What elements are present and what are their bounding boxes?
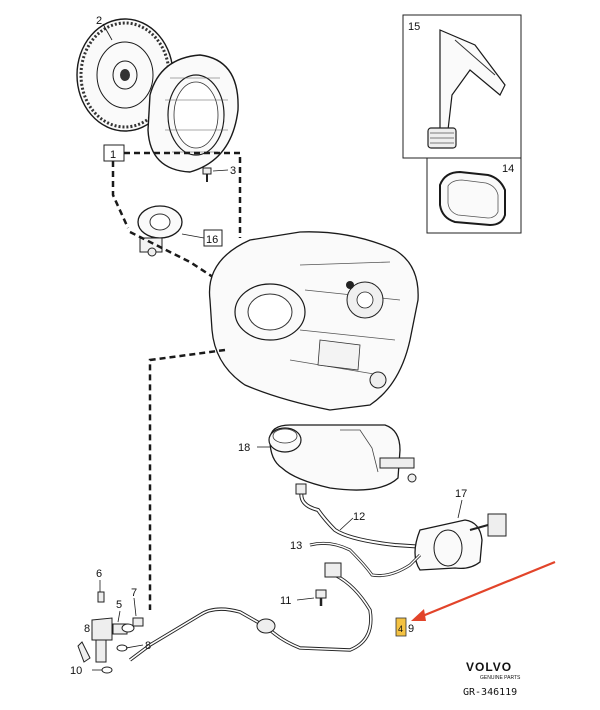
brand-subtitle: GENUINE PARTS xyxy=(480,675,521,681)
bleed-fitting xyxy=(315,589,327,606)
master-cylinder xyxy=(414,513,507,571)
annotation-arrow xyxy=(411,560,556,621)
pressure-plate xyxy=(147,54,239,173)
callout-18: 18 xyxy=(238,442,250,454)
callout-2: 2 xyxy=(96,15,102,27)
callout-9: 9 xyxy=(408,623,414,635)
callout-14: 14 xyxy=(502,163,514,175)
callout-6: 6 xyxy=(96,568,102,580)
callout-8-left: 8 xyxy=(84,623,90,635)
clutch-hose xyxy=(309,541,422,577)
callout-4: 4 xyxy=(398,624,403,634)
callout-12: 12 xyxy=(353,511,365,523)
clutch-pedal xyxy=(427,29,506,149)
small-fittings xyxy=(77,591,144,674)
callout-15: 15 xyxy=(408,21,420,33)
pressure-line xyxy=(128,562,373,662)
screw xyxy=(202,167,212,182)
clutch-pipe xyxy=(295,483,441,550)
fluid-reservoir xyxy=(268,424,417,491)
pedal-pad xyxy=(439,170,506,227)
callout-7: 7 xyxy=(131,587,137,599)
highlighted-part xyxy=(395,617,407,637)
leader-line xyxy=(102,23,113,41)
callout-1: 1 xyxy=(110,149,116,161)
release-bearing xyxy=(137,205,183,257)
callout-5: 5 xyxy=(116,599,122,611)
callout-16: 16 xyxy=(206,234,218,246)
brand-logo-text: VOLVO xyxy=(466,660,512,674)
diagram-reference: GR-346119 xyxy=(463,687,517,698)
callout-10: 10 xyxy=(70,665,82,677)
callout-8-right: 8 xyxy=(145,640,151,652)
gearbox xyxy=(208,231,419,411)
callout-11: 11 xyxy=(280,595,291,607)
callout-3: 3 xyxy=(230,165,236,177)
callout-13: 13 xyxy=(290,540,302,552)
callout-17: 17 xyxy=(455,488,467,500)
